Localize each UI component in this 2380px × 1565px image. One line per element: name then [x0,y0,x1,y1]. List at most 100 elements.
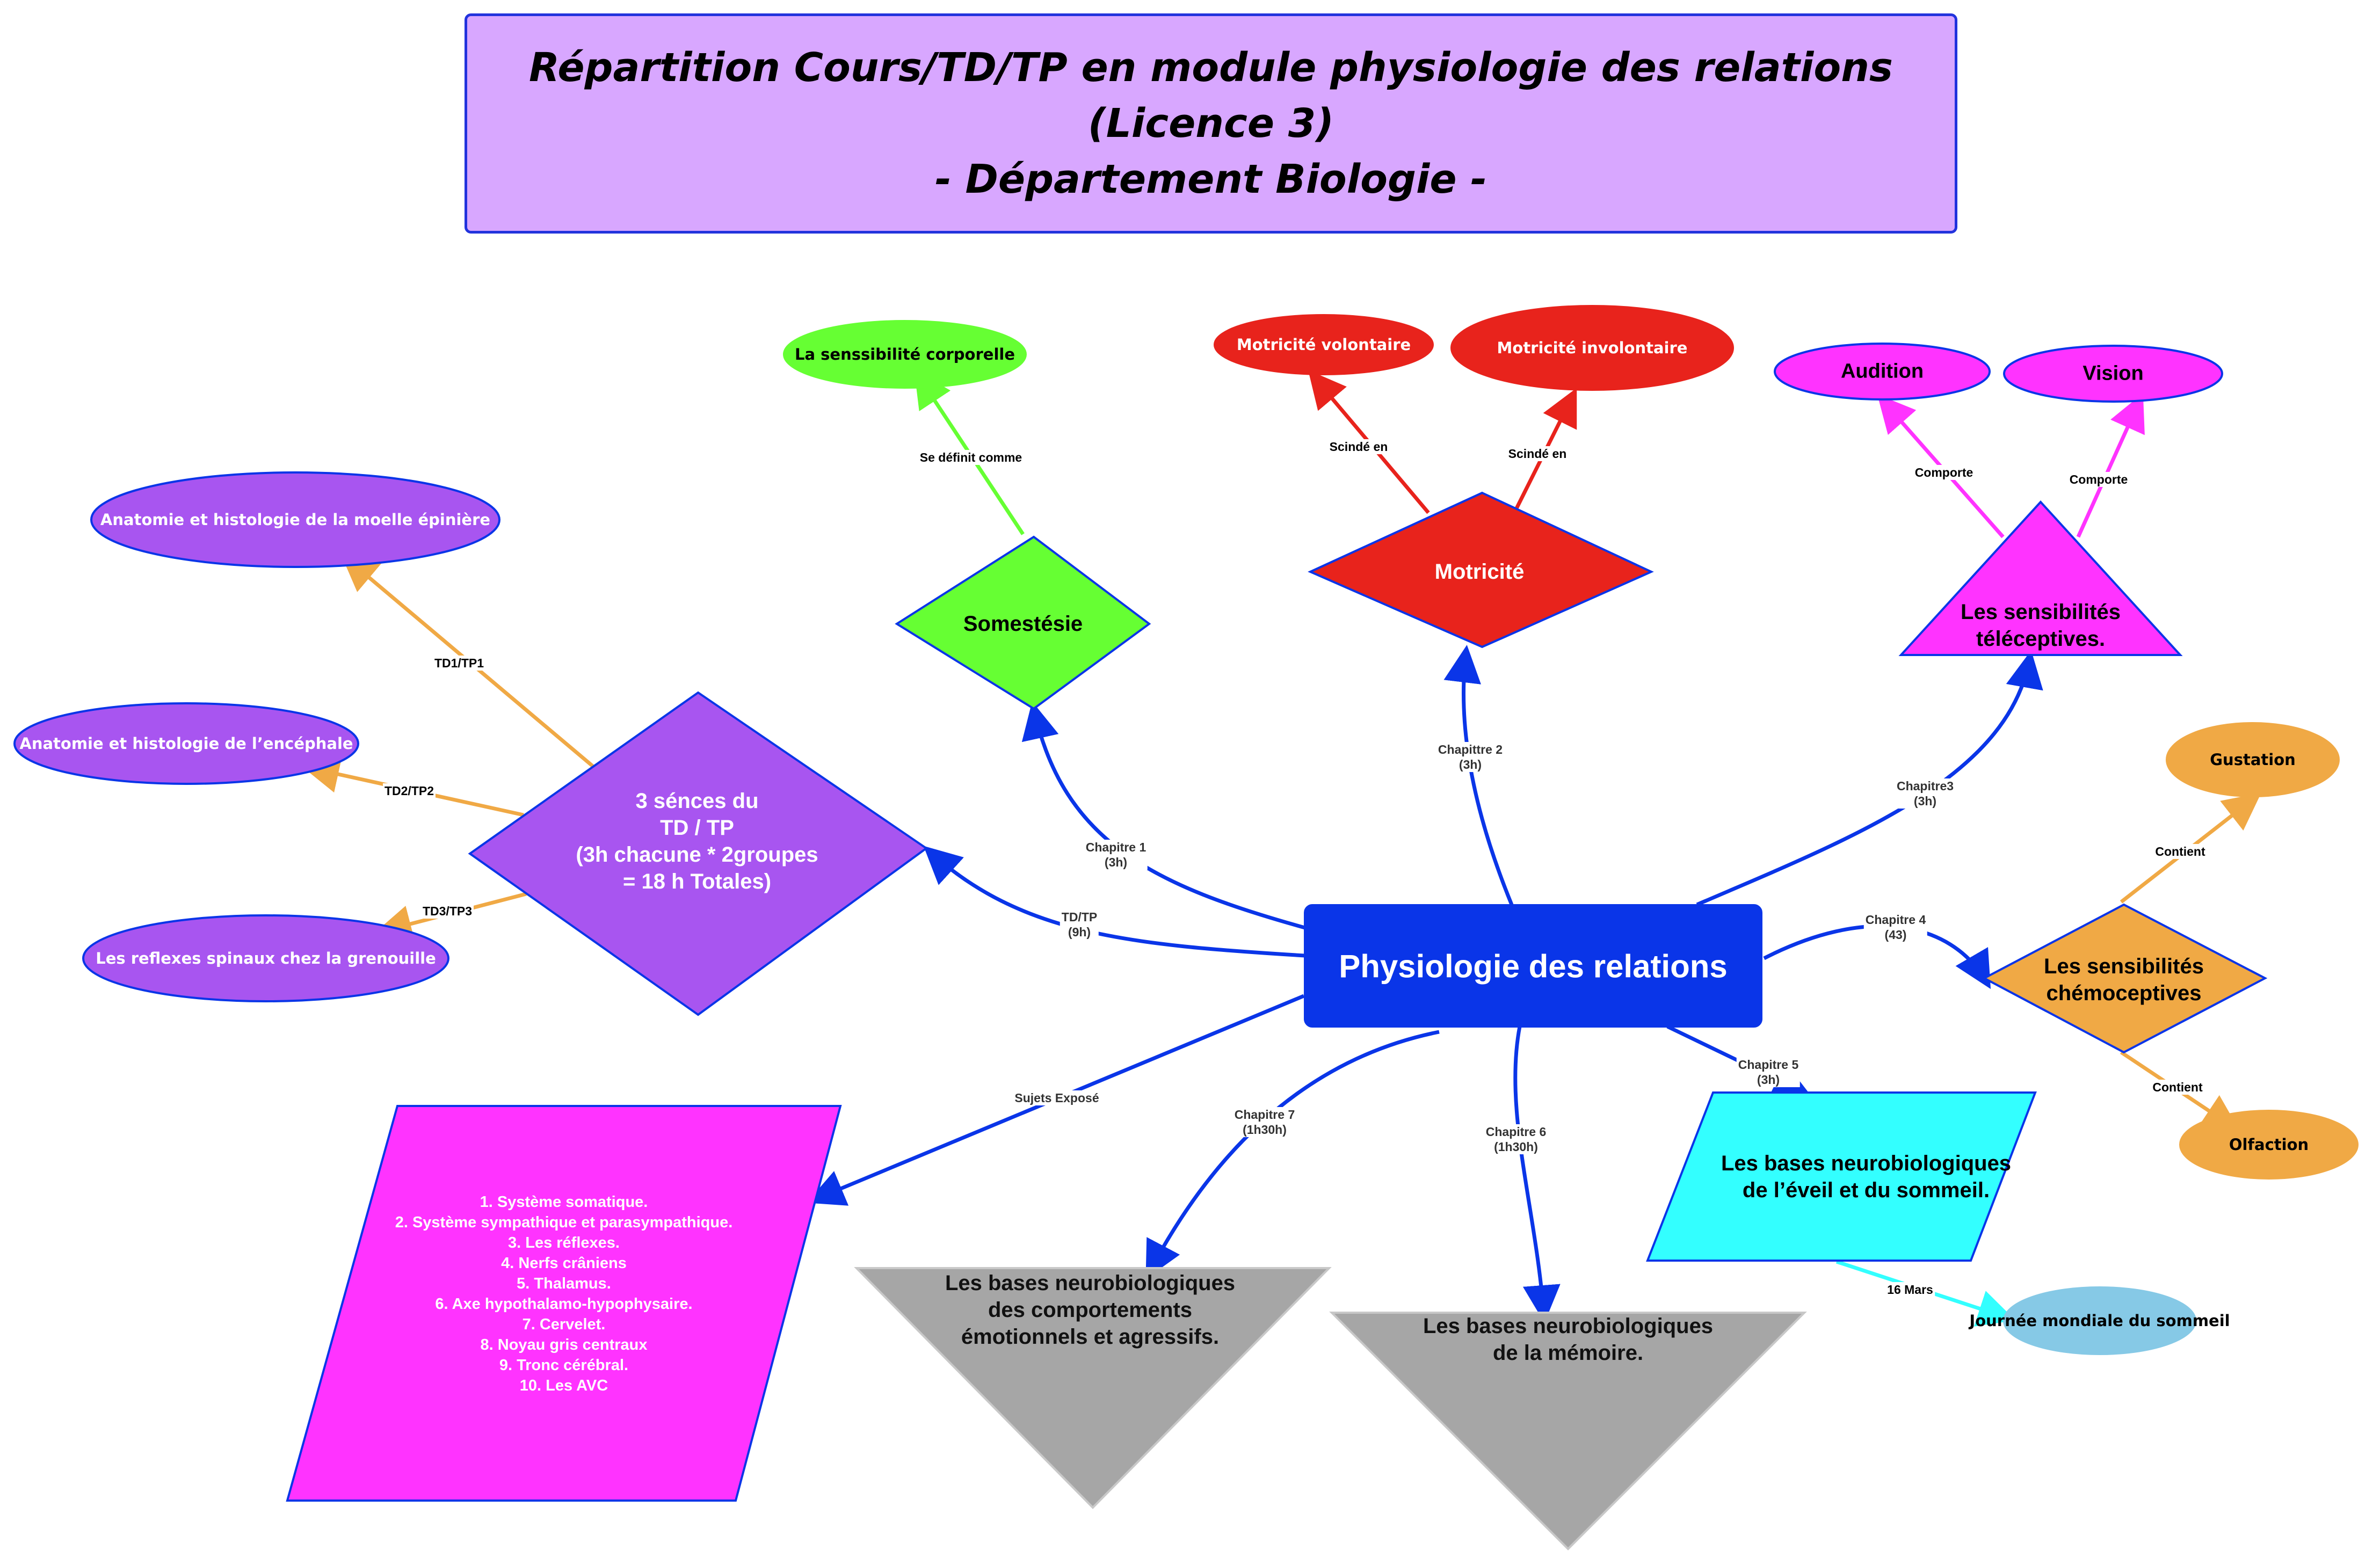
memoire-triangle [1329,1312,1807,1551]
reflexes-label[interactable]: Les reflexes spinaux chez la grenouille [96,949,436,967]
audition-label[interactable]: Audition [1840,360,1924,383]
edge-label-chapitre-3: Chapitre3 (3h) [1895,778,1956,809]
list-item: 6. Axe hypothalamo-hypophysaire. [435,1295,693,1313]
motricite-involontaire-oval [1450,305,1734,391]
edge-label-line: Chapitre 5 [1738,1058,1799,1072]
moelle-label[interactable]: Anatomie et histologie de la moelle épin… [100,511,491,529]
somestesie-diamond [895,535,1151,710]
encephale-oval [13,702,359,785]
encephale-label[interactable]: Anatomie et histologie de l’encéphale [19,734,353,753]
edge-label-line: Chapitre 4 [1865,913,1926,927]
list-item: 10. Les AVC [519,1377,608,1394]
edge-label-contient-2: Contient [2151,1080,2204,1095]
edge-chapitre-1 [1021,701,1305,930]
title-line-2: - Département Biologie - [935,156,1487,202]
motricite-volontaire-oval [1214,314,1434,375]
olfaction-oval [2179,1110,2359,1180]
gustation-label[interactable]: Gustation [2210,751,2296,769]
chemoceptives-label[interactable]: Les sensibilités chémoceptives [2044,953,2204,1007]
edge-chapitre-6 [1513,1026,1561,1323]
olfaction-label[interactable]: Olfaction [2229,1135,2309,1154]
list-item: 5. Thalamus. [517,1275,611,1292]
emotion-triangle [854,1267,1332,1509]
eveil-line-1: Les bases neurobiologiques [1721,1152,2012,1175]
reflexes-oval [82,914,449,1002]
emotion-line-2: des comportements [988,1298,1193,1322]
memoire-label[interactable]: Les bases neurobiologiques de la mémoire… [1423,1313,1713,1366]
memoire-line-1: Les bases neurobiologiques [1423,1314,1714,1338]
edge-label-contient-1: Contient [2153,844,2207,859]
edge-chapitre-2 [1443,645,1514,906]
edge-label-td3: TD3/TP3 [420,904,474,919]
edge-label-line: (1h30h) [1494,1140,1538,1154]
teleceptives-label[interactable]: Les sensibilités téléceptives. [1961,599,2121,652]
edge-label-line: (1h30h) [1243,1123,1287,1137]
edge-chapitre-7 [1145,1030,1440,1279]
edge-comporte-2 [2076,393,2145,538]
list-item: 1. Système somatique. [480,1193,648,1211]
journee-sommeil-oval [2003,1286,2196,1355]
chemoceptives-diamond [1982,903,2268,1054]
journee-sommeil-label[interactable]: Journée mondiale du sommeil [1969,1312,2230,1330]
exposes-parallelogram [286,1105,842,1502]
edge-label-scinde-2: Scindé en [1506,446,1569,461]
eveil-label[interactable]: Les bases neurobiologiques de l’éveil et… [1721,1150,2011,1204]
td-line-1: 3 sénces du [635,789,759,813]
edge-label-line: Chapitre 6 [1485,1125,1547,1139]
edge-label-line: (3h) [1913,794,1937,808]
edge-label-chapitre-2: Chapittre 2 (3h) [1436,742,1505,772]
edge-label-comporte-1: Comporte [1913,465,1975,480]
edge-label-sujets: Sujets Exposé [1013,1090,1101,1105]
edge-chapitre-3 [1696,650,2043,907]
td-line-3: (3h chacune * 2groupes [576,843,818,867]
gustation-oval [2166,722,2340,797]
edge-label-td1: TD1/TP1 [432,656,486,671]
list-item: 2. Système sympathique et parasympathiqu… [395,1214,733,1231]
edge-label-line: Chapitre 7 [1234,1108,1295,1122]
audition-oval [1774,343,1991,401]
central-node-label[interactable]: Physiologie des relations [1339,948,1728,985]
td-label[interactable]: 3 sénces du TD / TP (3h chacune * 2group… [576,788,818,895]
list-item: 4. Nerfs crâniens [501,1255,627,1272]
list-item: 3. Les réflexes. [508,1234,620,1251]
chemoceptives-line-2: chémoceptives [2046,981,2202,1005]
edge-label-line: Chapitre 1 [1085,840,1147,854]
edge-label-se-definit: Se définit comme [918,450,1024,465]
edge-label-chapitre-1: Chapitre 1 (3h) [1084,840,1148,870]
edge-label-16-mars: 16 Mars [1885,1282,1935,1297]
td-line-4: = 18 h Totales) [622,870,772,893]
title-box: Répartition Cours/TD/TP en module physio… [465,13,1957,234]
edge-label-scinde-1: Scindé en [1327,439,1390,454]
title-line-1: Répartition Cours/TD/TP en module physio… [529,45,1893,147]
eveil-line-2: de l’éveil et du sommeil. [1742,1178,1990,1202]
somestesie-label[interactable]: Somestésie [963,612,1083,636]
teleceptives-line-1: Les sensibilités [1961,600,2121,624]
sensibilite-corporelle-label[interactable]: La senssibilité corporelle [794,345,1015,363]
teleceptives-triangle [1898,500,2183,656]
emotion-line-1: Les bases neurobiologiques [945,1271,1236,1295]
central-node-shape [1304,904,1762,1028]
motricite-label[interactable]: Motricité [1434,560,1525,584]
edge-label-line: (3h) [1459,758,1482,771]
edge-label-chapitre-7: Chapitre 7 (1h30h) [1232,1107,1297,1137]
edge-label-chapitre-6: Chapitre 6 (1h30h) [1484,1124,1548,1154]
edge-label-line: Chapittre 2 [1438,743,1503,756]
eveil-parallelogram [1646,1091,2037,1262]
emotion-label[interactable]: Les bases neurobiologiques des comportem… [945,1270,1235,1350]
sensibilite-corporelle-oval [783,320,1027,389]
chemoceptives-line-1: Les sensibilités [2044,955,2204,978]
motricite-involontaire-label[interactable]: Motricité involontaire [1497,339,1688,357]
list-item: 7. Cervelet. [522,1316,606,1333]
td-diamond [468,691,928,1016]
edge-label-chapitre-4: Chapitre 4 (43) [1863,912,1928,942]
vision-oval [2003,345,2223,403]
edge-label-line: (3h) [1757,1073,1780,1087]
vision-label[interactable]: Vision [2082,362,2144,385]
list-item: 8. Noyau gris centraux [480,1336,648,1353]
teleceptives-line-2: téléceptives. [1976,627,2106,651]
motricite-volontaire-label[interactable]: Motricité volontaire [1236,336,1411,354]
emotion-line-3: émotionnels et agressifs. [961,1325,1220,1349]
td-line-2: TD / TP [660,816,734,840]
exposes-list: 1. Système somatique. 2. Système sympath… [338,1187,789,1401]
